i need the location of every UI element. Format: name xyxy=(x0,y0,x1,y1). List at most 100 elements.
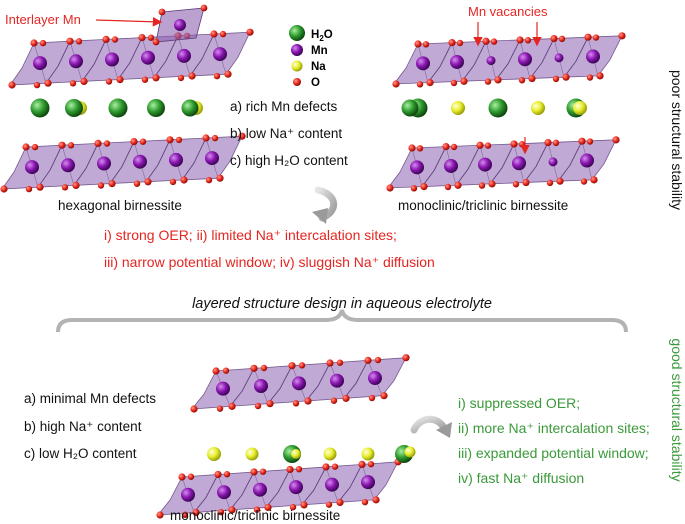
o-atom xyxy=(228,402,236,410)
o-atom xyxy=(460,77,468,85)
o-atom xyxy=(286,465,294,474)
o-atom xyxy=(177,74,185,82)
o-atom xyxy=(544,138,552,147)
o-atom xyxy=(518,77,526,84)
o-atom xyxy=(590,176,598,184)
o-atom xyxy=(105,78,113,85)
o-atom xyxy=(102,35,110,44)
mn-atom xyxy=(177,48,191,63)
mn-atom xyxy=(325,477,339,492)
mn-atom xyxy=(217,485,231,500)
mn-atom xyxy=(450,54,464,69)
o-atom xyxy=(494,76,502,84)
mn-atom xyxy=(254,379,268,394)
mn-atom xyxy=(61,158,75,173)
o-atom xyxy=(80,77,88,85)
o-atom xyxy=(528,74,536,83)
o-atom xyxy=(482,37,490,45)
mn-atom xyxy=(141,50,155,65)
o-atom xyxy=(618,32,626,40)
o-atom xyxy=(216,405,224,412)
o-atom xyxy=(414,40,422,48)
mn-atom xyxy=(554,53,564,63)
o-atom xyxy=(558,35,566,43)
o-atom xyxy=(476,141,484,149)
o-atom xyxy=(67,142,75,149)
o-atom xyxy=(222,367,230,374)
o-atom xyxy=(180,176,188,184)
o-atom xyxy=(372,496,380,504)
o-atom xyxy=(44,79,52,87)
o-atom xyxy=(187,473,195,480)
legend-mn-symbol xyxy=(291,44,303,56)
o-atom xyxy=(39,39,47,47)
o-atom xyxy=(416,145,424,152)
o-atom xyxy=(612,136,620,144)
o-atom xyxy=(250,468,258,476)
bottom-mno2-layer-lower xyxy=(156,458,402,519)
mn-atom xyxy=(289,480,303,495)
issues-line-1: i) strong OER; ii) limited Na⁺ intercala… xyxy=(104,227,397,243)
mn-atom xyxy=(330,373,344,388)
o-atom xyxy=(33,81,41,89)
legend-o-label: O xyxy=(311,77,320,89)
o-atom xyxy=(289,503,297,511)
good-stability-label: good structural stability xyxy=(669,338,685,481)
o-atom xyxy=(586,138,594,145)
o-atom xyxy=(158,8,166,16)
o-atom xyxy=(578,137,586,145)
top-left-interlayer-atoms xyxy=(30,98,203,118)
o-atom xyxy=(562,73,570,81)
top-feature-c: c) high H₂O content xyxy=(230,153,348,168)
benefit-2: ii) more Na⁺ intercalation sites; xyxy=(458,420,650,436)
o-atom xyxy=(188,72,196,80)
o-atom xyxy=(374,356,382,364)
o-atom xyxy=(254,402,262,410)
o-atom xyxy=(380,392,388,400)
o-atom xyxy=(518,141,526,148)
o-atom xyxy=(224,70,232,78)
o-atom xyxy=(94,139,102,147)
o-atom xyxy=(31,143,39,151)
o-atom xyxy=(408,144,416,152)
o-atom xyxy=(484,142,492,149)
o-atom xyxy=(392,80,400,88)
na-ion xyxy=(404,446,416,458)
o-atom xyxy=(304,397,312,405)
mn-atom xyxy=(253,482,267,497)
water-molecule xyxy=(488,98,508,118)
na-ion xyxy=(291,449,301,459)
o-atom xyxy=(300,501,308,509)
o-atom xyxy=(556,177,564,185)
o-atom xyxy=(292,400,300,407)
o-atom xyxy=(0,185,8,193)
mn-atom xyxy=(97,156,111,171)
o-atom xyxy=(152,74,160,82)
o-atom xyxy=(552,139,560,147)
legend-o-symbol xyxy=(293,78,301,86)
o-atom xyxy=(30,39,38,47)
o-atom xyxy=(325,501,333,508)
water-molecule xyxy=(147,99,165,117)
o-atom xyxy=(586,74,594,81)
o-atom xyxy=(202,134,210,142)
o-atom xyxy=(212,367,220,375)
o-atom xyxy=(342,394,350,402)
mn-atom xyxy=(486,56,496,66)
interlayer-mn-arrow xyxy=(95,16,163,27)
o-atom xyxy=(181,511,189,518)
o-atom xyxy=(210,30,218,38)
o-atom xyxy=(238,132,246,140)
na-ion xyxy=(531,101,545,115)
o-atom xyxy=(522,178,530,187)
o-atom xyxy=(322,463,330,471)
top-feature-a: a) rich Mn defects xyxy=(230,99,338,114)
legend-na-label: Na xyxy=(311,61,326,73)
bottom-feature-c: c) low H₂O content xyxy=(24,446,137,461)
o-atom xyxy=(524,37,532,44)
legend-mn-label: Mn xyxy=(311,45,328,57)
water-molecule xyxy=(181,99,199,117)
o-atom xyxy=(584,33,592,41)
na-ion xyxy=(323,447,337,461)
